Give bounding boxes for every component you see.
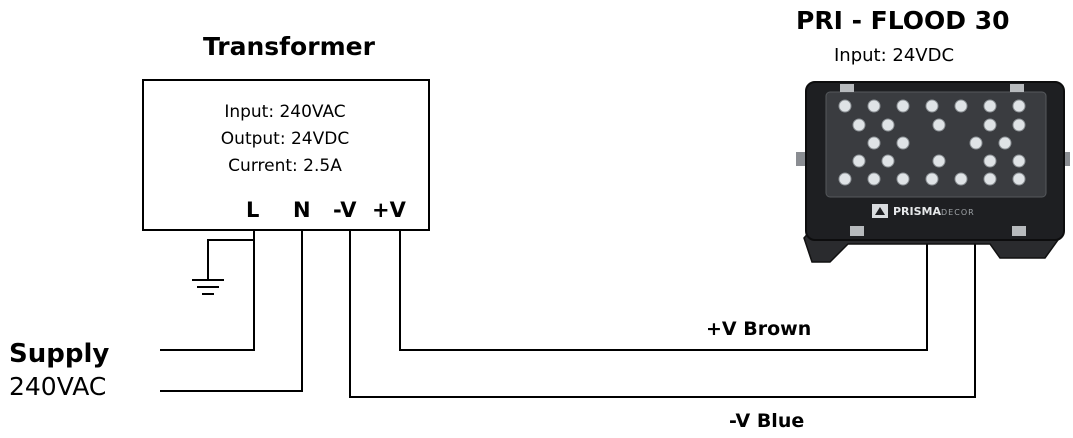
fixture-brand-suffix: DECOR — [941, 208, 975, 217]
fixture-title: PRI - FLOOD 30 — [796, 6, 1010, 35]
led — [932, 118, 946, 132]
led — [867, 172, 881, 186]
led — [983, 99, 997, 113]
transformer-spec-current: Current: 2.5A — [228, 156, 342, 176]
led — [1012, 154, 1026, 168]
led — [925, 172, 939, 186]
transformer-spec-output: Output: 24VDC — [220, 129, 350, 149]
led — [954, 99, 968, 113]
transformer-spec-input: Input: 240VAC — [224, 102, 346, 122]
led — [983, 172, 997, 186]
led — [1012, 99, 1026, 113]
led — [896, 172, 910, 186]
fixture-brand-name: PRISMA — [893, 205, 942, 218]
wire-neutral — [160, 230, 303, 392]
led — [852, 118, 866, 132]
led — [867, 136, 881, 150]
led — [1012, 118, 1026, 132]
wire-live — [160, 230, 255, 351]
led — [925, 99, 939, 113]
ground-icon — [192, 230, 255, 295]
led — [954, 172, 968, 186]
led — [969, 136, 983, 150]
transformer-title: Transformer — [203, 32, 375, 61]
terminal-negative: -V — [333, 198, 357, 222]
led-array — [838, 99, 1026, 186]
terminal-live: L — [246, 198, 260, 222]
led — [998, 136, 1012, 150]
terminal-positive: +V — [372, 198, 406, 222]
led — [983, 154, 997, 168]
led — [881, 118, 895, 132]
transformer-box — [142, 79, 430, 231]
led — [896, 136, 910, 150]
led — [1012, 172, 1026, 186]
wire-label-negative: -V Blue — [729, 410, 805, 432]
wire-negative-blue — [349, 230, 976, 398]
led — [881, 154, 895, 168]
supply-voltage: 240VAC — [9, 372, 107, 401]
led — [838, 172, 852, 186]
led — [983, 118, 997, 132]
wire-positive-brown — [399, 230, 928, 351]
led — [838, 99, 852, 113]
fixture-brand: PRISMADECOR — [893, 205, 975, 218]
led — [867, 99, 881, 113]
fixture-input: Input: 24VDC — [834, 45, 955, 66]
led — [932, 154, 946, 168]
led — [852, 154, 866, 168]
led — [896, 99, 910, 113]
wire-label-positive: +V Brown — [706, 318, 812, 340]
terminal-neutral: N — [293, 198, 311, 222]
supply-title: Supply — [9, 339, 110, 369]
